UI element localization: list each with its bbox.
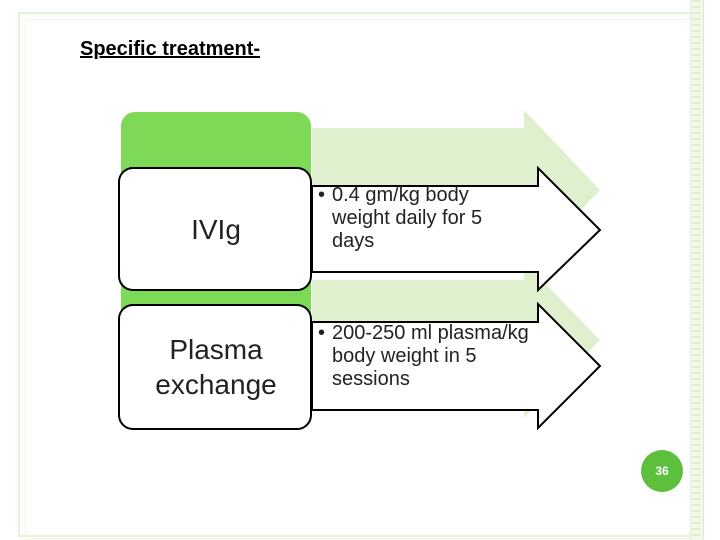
treatment-1-details: 0.4 gm/kg body weight daily for 5 days <box>318 184 518 253</box>
slide-title: Specific treatment- <box>80 38 261 60</box>
treatment-2-detail-item: 200-250 ml plasma/kg body weight in 5 se… <box>318 322 548 391</box>
decorative-side-pattern <box>692 0 700 540</box>
treatment-2-details: 200-250 ml plasma/kg body weight in 5 se… <box>318 322 548 391</box>
page-number-badge: 36 <box>641 450 683 492</box>
treatment-2-name: Plasma exchange <box>155 334 277 400</box>
treatment-1-name: IVIg <box>191 213 241 245</box>
treatment-1-detail-item: 0.4 gm/kg body weight daily for 5 days <box>318 184 518 253</box>
